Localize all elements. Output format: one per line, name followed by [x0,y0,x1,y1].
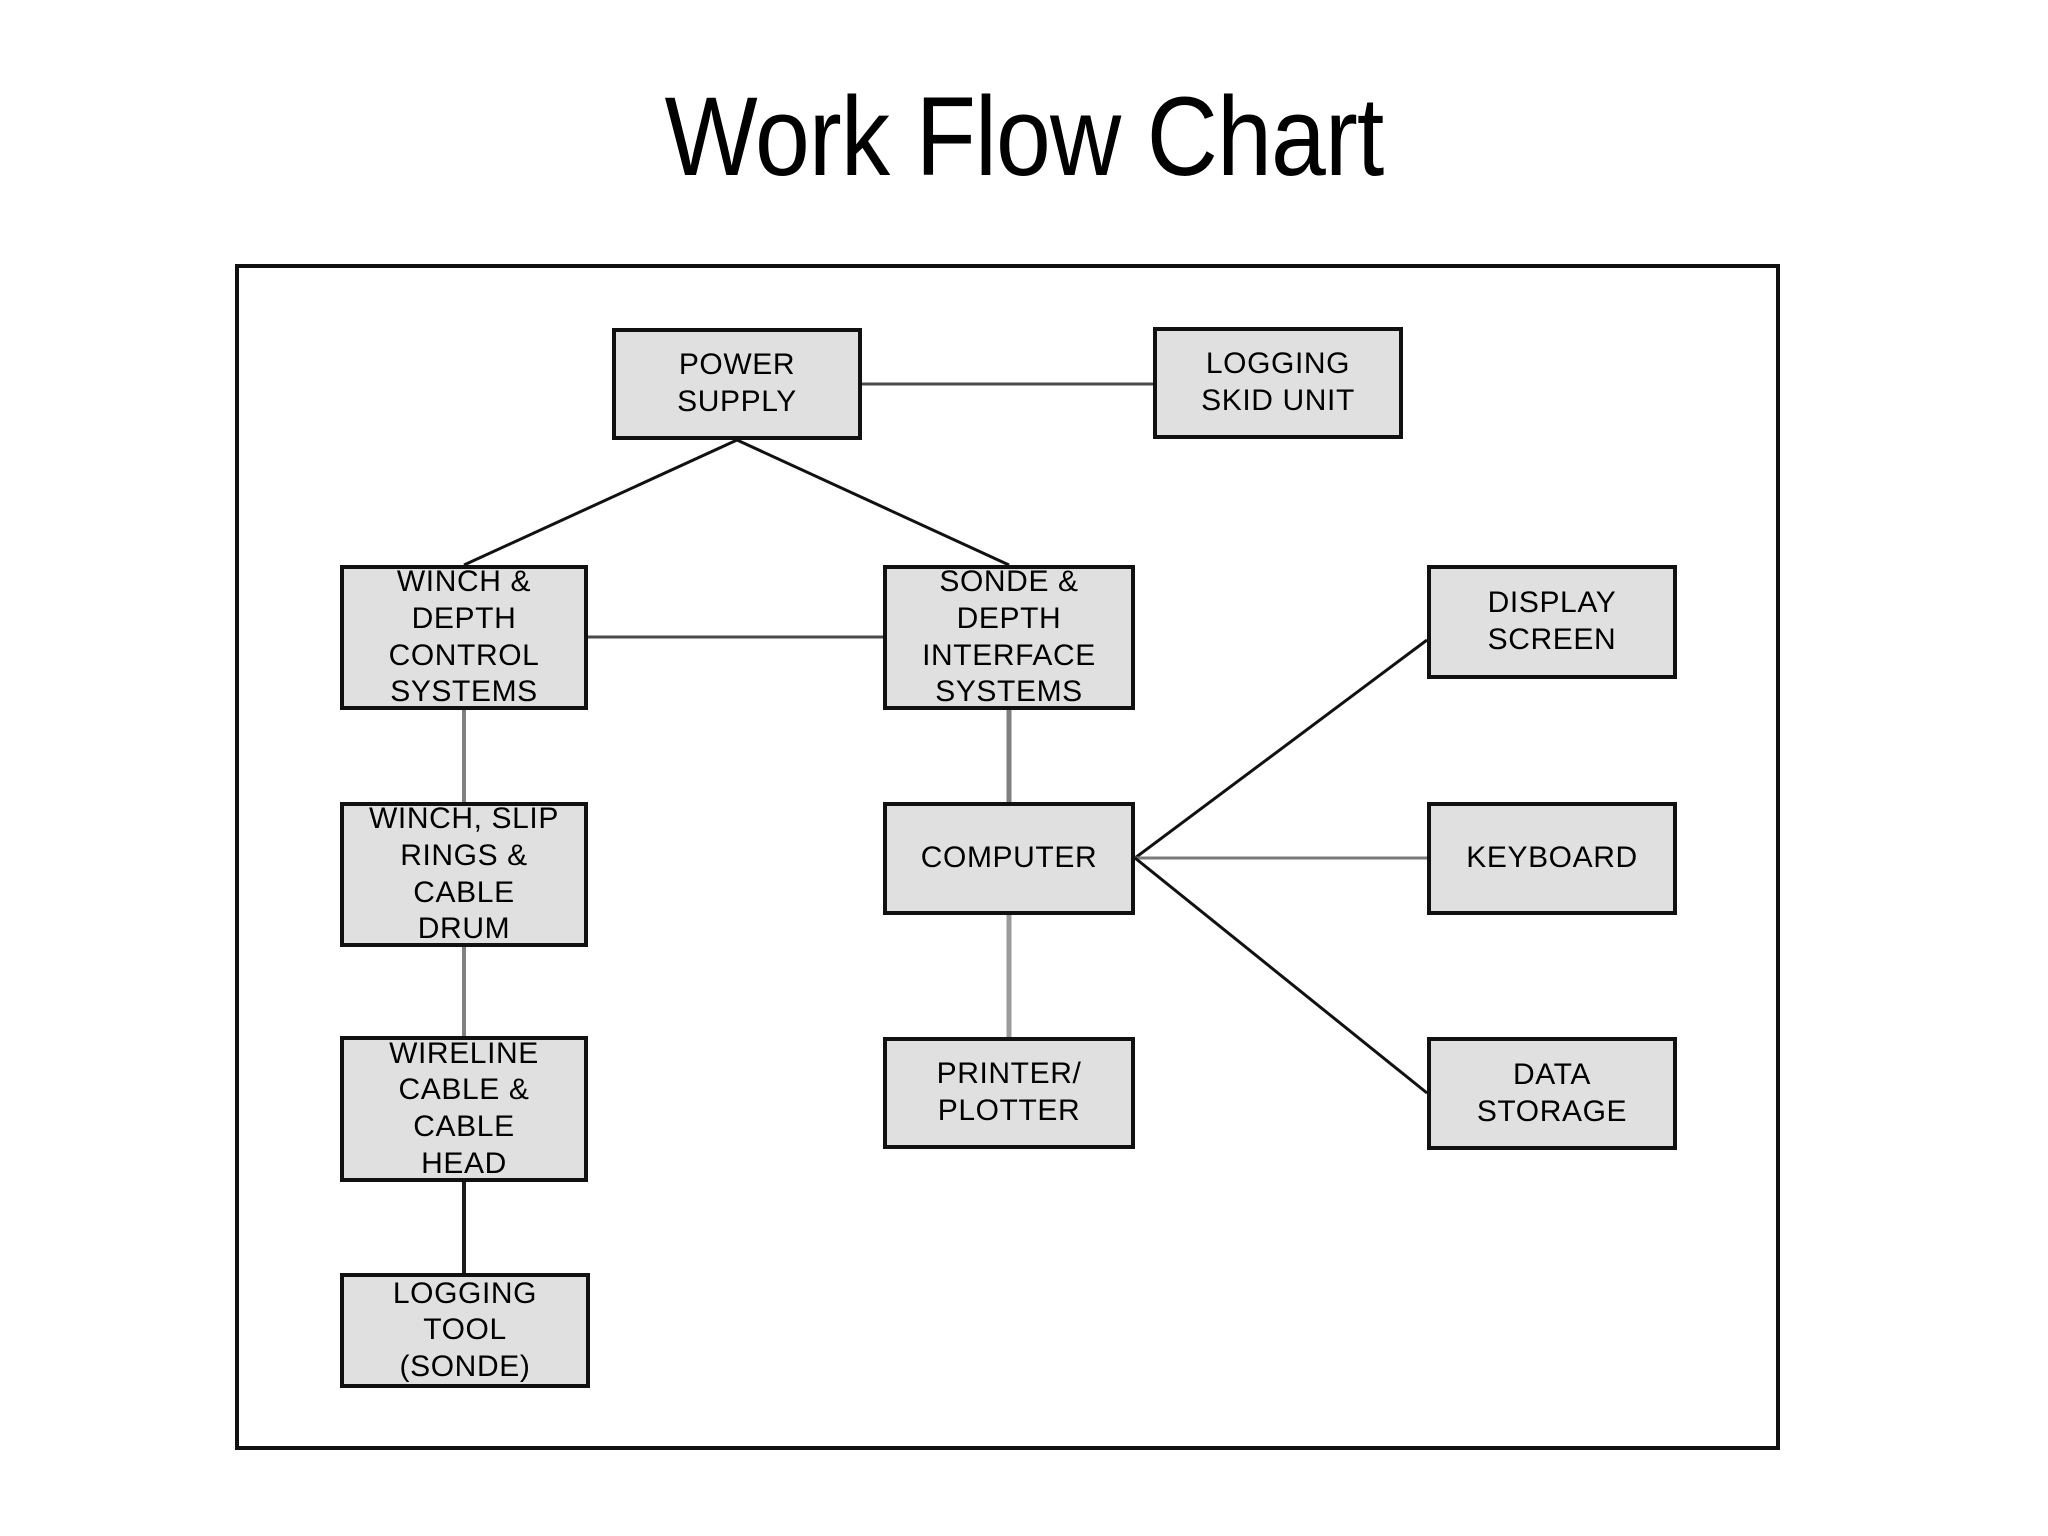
node-logging-skid-unit[interactable]: LOGGING SKID UNIT [1153,327,1403,439]
node-printer-plotter[interactable]: PRINTER/ PLOTTER [883,1037,1135,1149]
node-power-supply[interactable]: POWER SUPPLY [612,328,862,440]
node-data-storage[interactable]: DATA STORAGE [1427,1037,1677,1150]
node-sonde-depth-interface-systems[interactable]: SONDE & DEPTH INTERFACE SYSTEMS [883,565,1135,710]
node-logging-tool-sonde[interactable]: LOGGING TOOL (SONDE) [340,1273,590,1388]
node-wireline-cable-cable-head[interactable]: WIRELINE CABLE & CABLE HEAD [340,1036,588,1182]
node-winch-slip-rings-cable-drum[interactable]: WINCH, SLIP RINGS & CABLE DRUM [340,802,588,947]
node-display-screen[interactable]: DISPLAY SCREEN [1427,565,1677,679]
node-computer[interactable]: COMPUTER [883,802,1135,915]
node-winch-depth-control-systems[interactable]: WINCH & DEPTH CONTROL SYSTEMS [340,565,588,710]
node-keyboard[interactable]: KEYBOARD [1427,802,1677,915]
page-title: Work Flow Chart [664,74,1385,199]
